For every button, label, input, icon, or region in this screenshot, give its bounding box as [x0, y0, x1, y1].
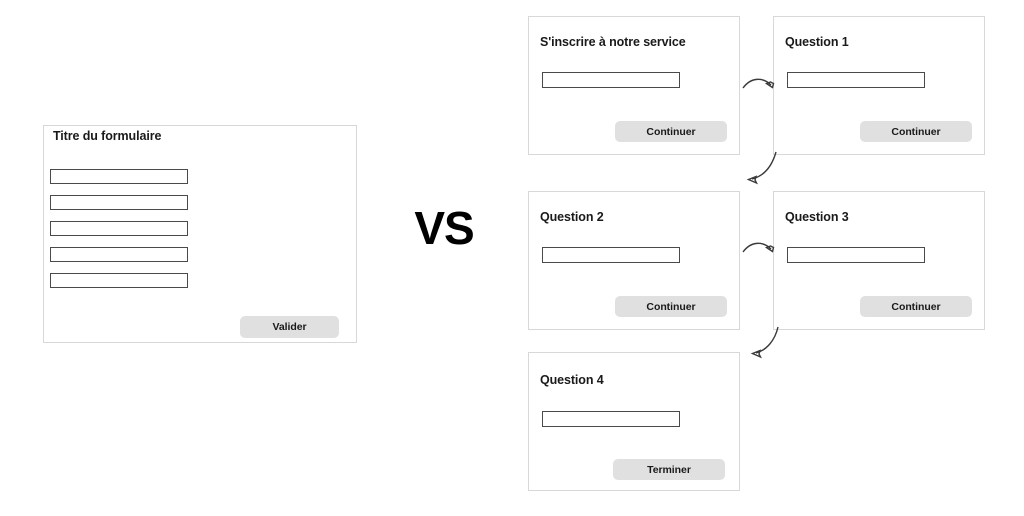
- flow-card-question-1-title: Question 1: [785, 35, 849, 49]
- flow-card-question-1-continue-button[interactable]: Continuer: [860, 121, 972, 142]
- classic-form-submit-button[interactable]: Valider: [240, 316, 339, 338]
- flow-card-question-2-input[interactable]: [542, 247, 680, 263]
- arrow-q1-to-q2-icon: [746, 151, 777, 185]
- classic-form-field-4[interactable]: [50, 247, 188, 262]
- flow-card-question-4-title: Question 4: [540, 373, 604, 387]
- classic-form-field-3[interactable]: [50, 221, 188, 236]
- flow-card-signup: S'inscrire à notre service Continuer: [528, 16, 740, 155]
- classic-form-title: Titre du formulaire: [53, 129, 162, 143]
- flow-card-question-3-continue-button[interactable]: Continuer: [860, 296, 972, 317]
- flow-card-question-4-finish-button[interactable]: Terminer: [613, 459, 725, 480]
- flow-card-question-2-title: Question 2: [540, 210, 604, 224]
- flow-card-signup-input[interactable]: [542, 72, 680, 88]
- flow-card-question-4-input[interactable]: [542, 411, 680, 427]
- arrow-q2-to-q3-icon: [742, 242, 775, 253]
- flow-card-question-4: Question 4 Terminer: [528, 352, 740, 491]
- vs-label: VS: [414, 202, 474, 254]
- flow-card-question-2-continue-button[interactable]: Continuer: [615, 296, 727, 317]
- flow-card-question-3: Question 3 Continuer: [773, 191, 985, 330]
- flow-card-question-3-input[interactable]: [787, 247, 925, 263]
- classic-form-card: Titre du formulaire Valider: [43, 125, 357, 343]
- flow-card-question-1-input[interactable]: [787, 72, 925, 88]
- arrow-q3-to-q4-icon: [750, 326, 779, 359]
- classic-form-field-5[interactable]: [50, 273, 188, 288]
- flow-card-question-3-title: Question 3: [785, 210, 849, 224]
- arrow-signup-to-q1-icon: [742, 78, 775, 89]
- flow-card-question-1: Question 1 Continuer: [773, 16, 985, 155]
- flow-card-signup-continue-button[interactable]: Continuer: [615, 121, 727, 142]
- flow-card-signup-title: S'inscrire à notre service: [540, 35, 686, 49]
- classic-form-field-1[interactable]: [50, 169, 188, 184]
- classic-form-field-2[interactable]: [50, 195, 188, 210]
- flow-card-question-2: Question 2 Continuer: [528, 191, 740, 330]
